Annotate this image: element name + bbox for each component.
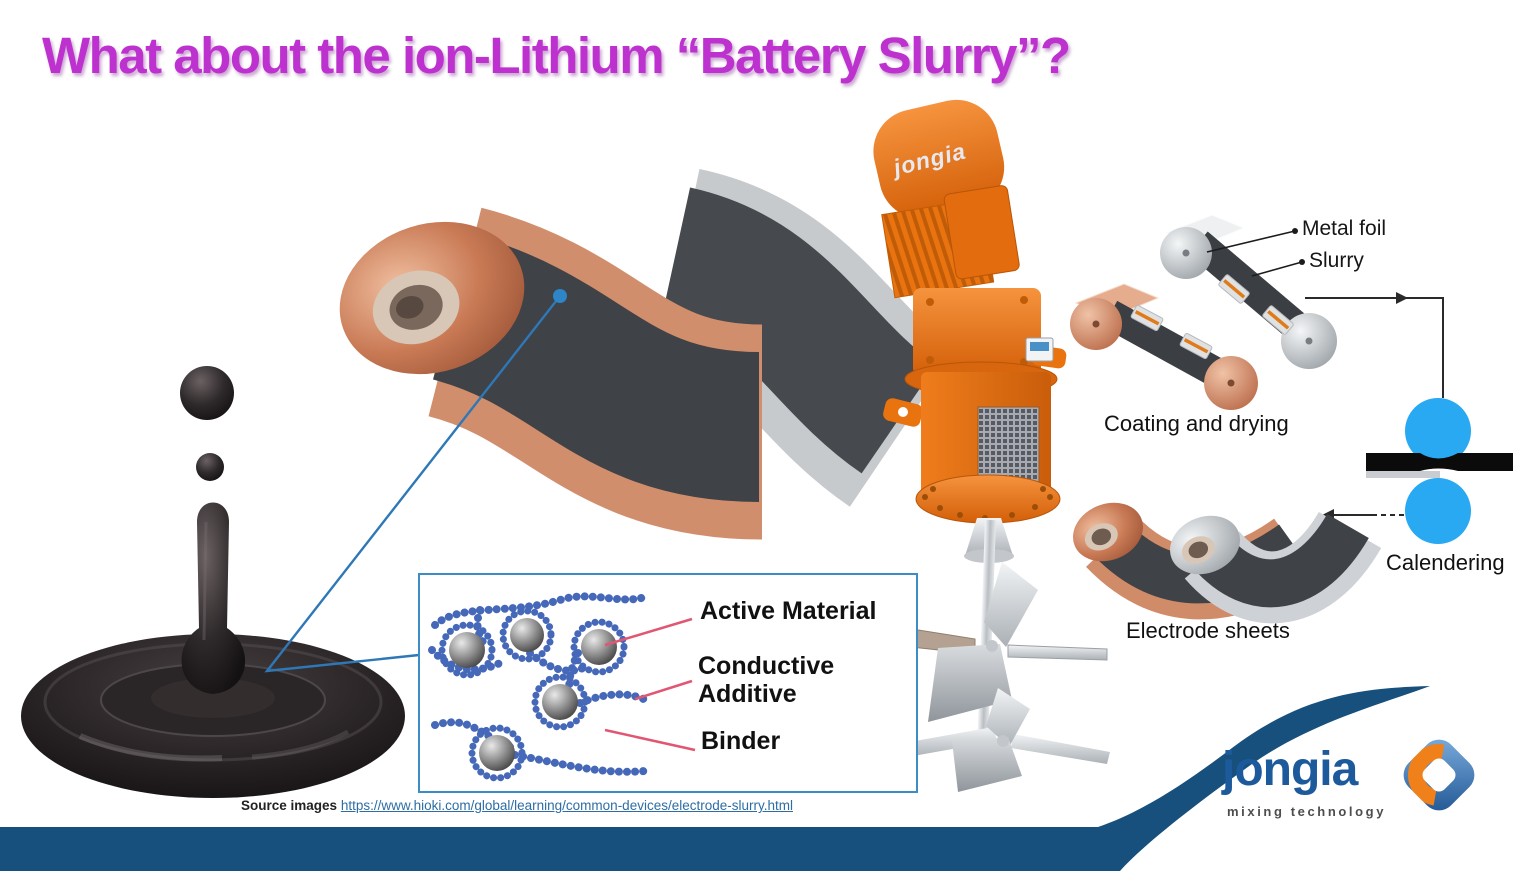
callout-connector-line (264, 289, 567, 673)
slurry-droplet-illustration (21, 366, 405, 798)
logo-tagline: mixing technology (1227, 804, 1387, 819)
coating-belts-illustration (1070, 214, 1337, 410)
calendering-caption: Calendering (1386, 550, 1505, 575)
flow-arrow-to-calendering (1305, 292, 1444, 398)
calender-roller-bottom (1405, 478, 1471, 544)
source-link[interactable]: https://www.hioki.com/global/learning/co… (340, 798, 793, 813)
active-material-label: Active Material (700, 597, 877, 625)
callout-dot (553, 289, 567, 303)
metal-foil-label: Metal foil (1302, 217, 1387, 240)
page-title: What about the ion-Lithium “Battery Slur… (42, 27, 1071, 84)
calender-roller-top (1405, 398, 1471, 464)
slurry-composition-graphic (428, 592, 696, 782)
footer-band-swoosh (0, 686, 1430, 871)
foil-slurry-leader-lines (1206, 228, 1305, 277)
source-line: Source images https://www.hioki.com/glob… (241, 798, 793, 813)
inset-leader-lines (604, 617, 696, 752)
source-label: Source images (241, 798, 338, 813)
electrode-roll-illustration (339, 169, 959, 540)
calendering-diagram (1366, 398, 1513, 544)
mixer-illustration (873, 99, 1110, 792)
conductive-additive-label-line2: Additive (698, 680, 797, 708)
logo-wordmark: jongia (1222, 743, 1358, 796)
active-material-spheres (449, 618, 617, 771)
slurry-label: Slurry (1309, 249, 1364, 272)
binder-label: Binder (701, 727, 781, 755)
logo-diamond-icon (1403, 739, 1475, 811)
coating-and-drying-caption: Coating and drying (1104, 411, 1289, 436)
conductive-additive-label-line1: Conductive (698, 652, 835, 680)
mixer-impeller-upper (892, 562, 1108, 722)
slurry-composition-inset: Active Material Conductive Additive Bind… (418, 573, 918, 793)
electrode-sheets-caption: Electrode sheets (1126, 618, 1290, 643)
mixer-impeller-lower (898, 688, 1110, 792)
electrode-sheets-illustration (1073, 502, 1382, 624)
